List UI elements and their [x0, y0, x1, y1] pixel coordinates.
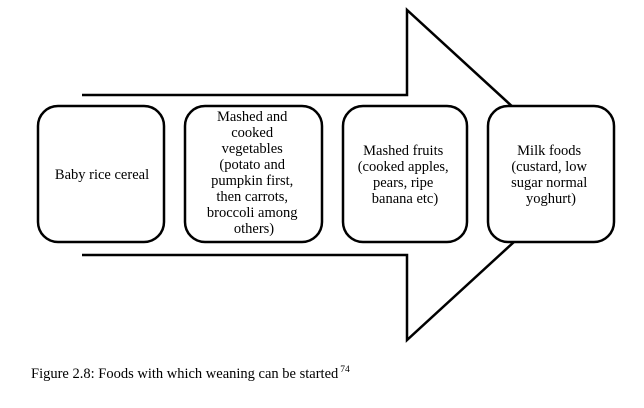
caption-text: Figure 2.8: Foods with which weaning can… [31, 366, 339, 382]
stage-box-vegetables [183, 104, 324, 244]
caption-reference: 74 [340, 365, 350, 375]
stage-label-fruits: Mashed fruits (cooked apples, pears, rip… [358, 143, 453, 207]
stage-label-milk-foods: Milk foods (custard, low sugar normal yo… [511, 143, 591, 207]
stage-box-fruits [341, 104, 469, 244]
stage-box-baby-rice-cereal [36, 104, 166, 244]
stage-label-vegetables: Mashed and cooked vegetables (potato and… [207, 109, 301, 237]
figure-caption: Figure 2.8: Foods with which weaning can… [31, 365, 350, 383]
stage-label-baby-rice-cereal: Baby rice cereal [55, 167, 149, 183]
stage-box-milk-foods [486, 104, 616, 244]
